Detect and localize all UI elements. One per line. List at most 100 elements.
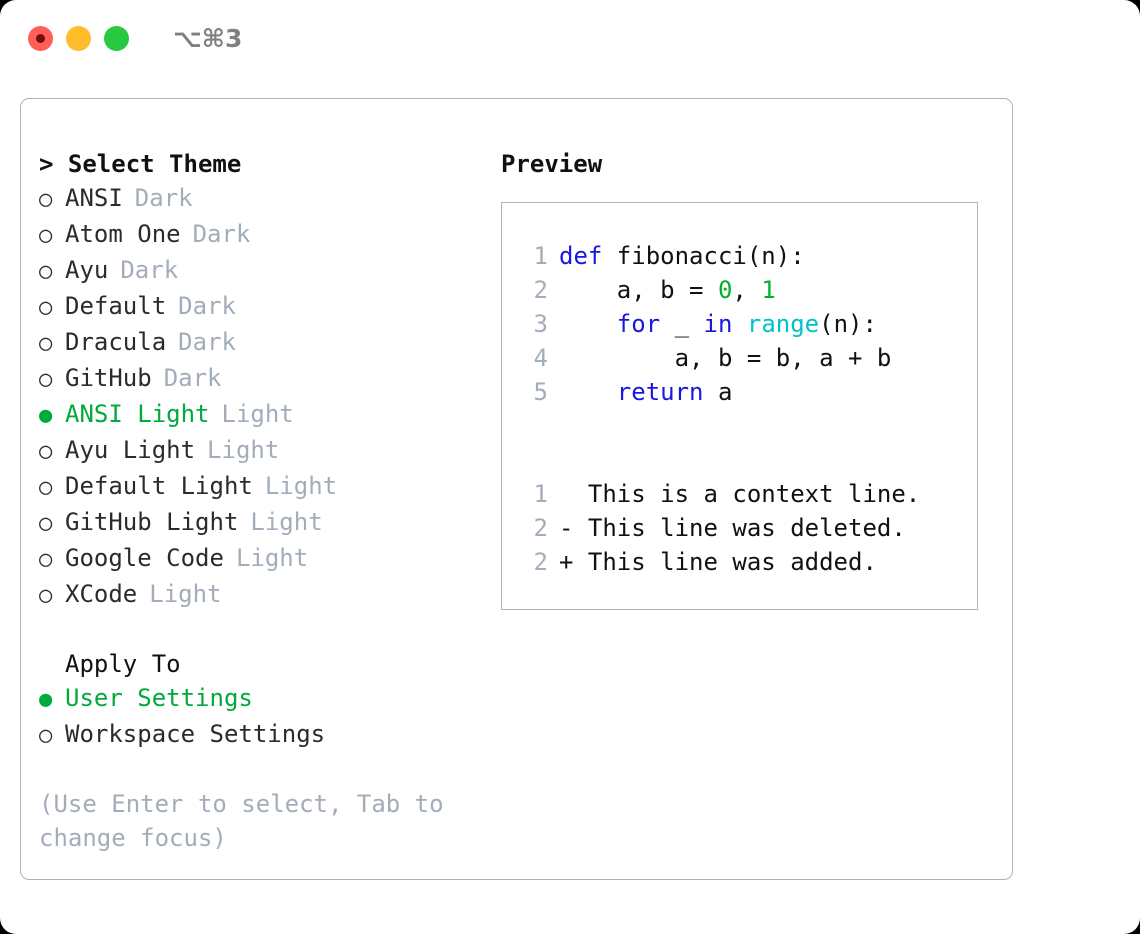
code-content: def fibonacci(n): — [559, 239, 805, 273]
theme-variant: Light — [207, 436, 280, 464]
apply-to-label: Workspace Settings — [65, 720, 326, 748]
token-plain: fibonacci(n): — [602, 242, 805, 270]
theme-variant: Light — [221, 400, 294, 428]
line-number: 1 — [533, 242, 548, 270]
line-number: 1 — [533, 480, 548, 508]
diff-prefix: + — [559, 548, 588, 576]
list-spacer — [39, 613, 486, 647]
theme-list[interactable]: ○ ANSI Dark ○ Atom One Dark ○ Ayu Dark — [39, 181, 486, 613]
theme-variant: Dark — [192, 220, 251, 248]
theme-picker-column: > Select Theme ○ ANSI Dark ○ Atom One Da… — [21, 99, 486, 879]
diff-line-context: 1 This is a context line. — [520, 477, 977, 511]
keyboard-shortcut-label: ⌥⌘3 — [173, 23, 243, 53]
theme-variant: Light — [264, 472, 338, 500]
diff-prefix — [559, 480, 588, 508]
token-plain: a, b = — [559, 276, 718, 304]
theme-variant: Dark — [120, 256, 179, 284]
line-number: 2 — [533, 514, 548, 542]
theme-option-atom-one-dark[interactable]: ○ Atom One Dark — [39, 217, 486, 253]
minimize-button-icon[interactable] — [66, 25, 91, 51]
token-plain — [732, 310, 746, 338]
window-controls — [28, 25, 129, 51]
diff-text: This line was deleted. — [587, 514, 906, 542]
zoom-button-icon[interactable] — [104, 25, 129, 51]
theme-option-default-dark[interactable]: ○ Default Dark — [39, 289, 486, 325]
theme-name: Default Light — [65, 472, 253, 500]
theme-option-ayu-dark[interactable]: ○ Ayu Dark — [39, 253, 486, 289]
apply-to-option-workspace-settings[interactable]: ○ Workspace Settings — [39, 717, 486, 753]
diff-content: + This line was added. — [559, 545, 877, 579]
token-plain: a — [703, 378, 733, 406]
radio-icon[interactable]: ○ — [39, 187, 53, 212]
radio-icon[interactable]: ○ — [39, 475, 53, 500]
radio-icon-selected[interactable]: ● — [39, 687, 53, 712]
radio-icon[interactable]: ○ — [39, 439, 53, 464]
theme-option-dracula-dark[interactable]: ○ Dracula Dark — [39, 325, 486, 361]
theme-name: ANSI — [65, 184, 123, 212]
radio-icon[interactable]: ○ — [39, 331, 53, 356]
title-bar: ⌥⌘3 — [0, 0, 1140, 76]
theme-option-github-light[interactable]: ○ GitHub Light Light — [39, 505, 486, 541]
theme-option-xcode[interactable]: ○ XCode Light — [39, 577, 486, 613]
theme-name: Ayu — [65, 256, 109, 284]
token-plain — [559, 310, 617, 338]
theme-option-ansi-light[interactable]: ● ANSI Light Light — [39, 397, 486, 433]
radio-icon[interactable]: ○ — [39, 511, 53, 536]
radio-icon[interactable]: ○ — [39, 223, 53, 248]
theme-option-default-light[interactable]: ○ Default Light Light — [39, 469, 486, 505]
theme-name: Google Code — [65, 544, 224, 572]
theme-variant: Dark — [134, 184, 193, 212]
diff-prefix: - — [559, 514, 588, 542]
diff-line-deleted: 2 - This line was deleted. — [520, 511, 977, 545]
radio-icon[interactable]: ○ — [39, 295, 53, 320]
theme-option-github-dark[interactable]: ○ GitHub Dark — [39, 361, 486, 397]
radio-icon[interactable]: ○ — [39, 547, 53, 572]
token-plain: _ — [660, 310, 704, 338]
radio-icon[interactable]: ○ — [39, 583, 53, 608]
code-content: for _ in range(n): — [559, 307, 877, 341]
theme-option-ayu-light[interactable]: ○ Ayu Light Light — [39, 433, 486, 469]
radio-icon[interactable]: ○ — [39, 723, 53, 748]
token-plain: , — [732, 276, 762, 304]
apply-to-option-user-settings[interactable]: ● User Settings — [39, 681, 486, 717]
apply-to-list[interactable]: ● User Settings ○ Workspace Settings — [39, 681, 486, 753]
token-keyword: in — [703, 310, 733, 338]
radio-icon[interactable]: ○ — [39, 367, 53, 392]
theme-variant: Light — [250, 508, 323, 536]
theme-variant: Dark — [178, 292, 236, 320]
code-content: a, b = b, a + b — [559, 341, 892, 375]
theme-option-ansi-dark[interactable]: ○ ANSI Dark — [39, 181, 486, 217]
apply-to-label: User Settings — [65, 684, 253, 712]
code-blank-line — [520, 443, 977, 477]
theme-variant: Light — [235, 544, 309, 572]
theme-name: Default — [65, 292, 167, 320]
diff-content: This is a context line. — [559, 477, 920, 511]
diff-line-added: 2 + This line was added. — [520, 545, 977, 579]
line-number: 5 — [533, 378, 548, 406]
radio-icon[interactable]: ○ — [39, 259, 53, 284]
code-line: 3 for _ in range(n): — [520, 307, 977, 341]
code-content: a, b = 0, 1 — [559, 273, 776, 307]
close-button-icon[interactable] — [28, 25, 53, 51]
keyboard-hint-text: (Use Enter to select, Tab to change focu… — [39, 790, 459, 852]
preview-column: Preview 1 def fibonacci(n): 2 a, b = 0, … — [486, 99, 1012, 879]
token-plain: a, b = b, a + b — [559, 344, 892, 372]
theme-option-google-code[interactable]: ○ Google Code Light — [39, 541, 486, 577]
token-number: 0 — [717, 276, 733, 304]
diff-text: This line was added. — [587, 548, 877, 576]
diff-text: This is a context line. — [587, 480, 921, 508]
preview-box: 1 def fibonacci(n): 2 a, b = 0, 1 3 for … — [501, 202, 978, 610]
line-number: 2 — [533, 548, 548, 576]
line-number: 2 — [533, 276, 548, 304]
token-number: 1 — [761, 276, 776, 304]
theme-variant: Dark — [163, 364, 222, 392]
line-number: 4 — [533, 344, 548, 372]
diff-content: - This line was deleted. — [559, 511, 906, 545]
theme-name: XCode — [65, 580, 138, 608]
radio-icon-selected[interactable]: ● — [39, 403, 53, 428]
theme-variant: Light — [149, 580, 222, 608]
theme-name: ANSI Light — [65, 400, 210, 428]
theme-name: Dracula — [65, 328, 167, 356]
select-theme-heading: > Select Theme — [39, 150, 242, 178]
